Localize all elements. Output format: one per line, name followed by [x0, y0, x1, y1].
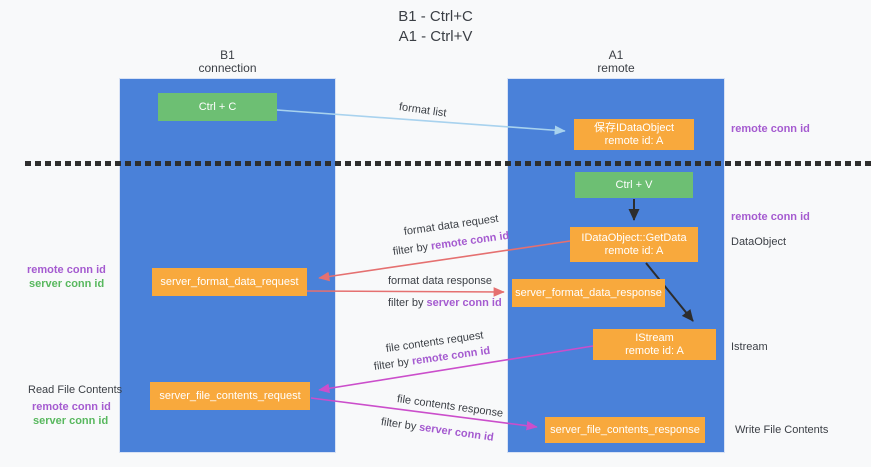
ctrl-c-box: Ctrl + C — [158, 93, 277, 121]
read-file-contents-annotation: Read File Contents — [28, 384, 123, 396]
filter-by-text: filter by — [373, 356, 410, 373]
diagram-title: B1 - Ctrl+C A1 - Ctrl+V — [0, 7, 871, 47]
server-format-data-response-box: server_format_data_response — [512, 279, 665, 307]
ctrl-c-label: Ctrl + C — [198, 100, 237, 113]
getdata-line1: IDataObject::GetData — [581, 231, 687, 244]
format-list-label: format list — [398, 101, 448, 120]
server-conn-id-annotation-left-mid: server conn id — [29, 278, 105, 290]
istream-annotation: Istream — [731, 341, 768, 353]
istream-box: IStream remote id: A — [593, 329, 716, 360]
title-line-2: A1 - Ctrl+V — [398, 28, 473, 45]
lifeline-b1-name: B1 — [220, 48, 235, 62]
format-data-response-arrow — [306, 287, 505, 297]
server-conn-id-annotation-left-bottom: server conn id — [33, 415, 109, 427]
filter-by-text: filter by — [388, 297, 424, 309]
write-file-contents-annotation: Write File Contents — [735, 424, 829, 436]
filter-by-server-conn-id-label-2: filter byserver conn id — [380, 416, 494, 445]
lifeline-b1-role: connection — [198, 61, 257, 75]
istream-line1: IStream — [635, 331, 674, 344]
server-file-contents-request-box: server_file_contents_request — [150, 382, 310, 410]
ctrl-v-label: Ctrl + V — [615, 178, 653, 191]
save-dataobject-line2: remote id: A — [604, 134, 664, 147]
istream-line2: remote id: A — [625, 344, 684, 357]
remote-conn-id-annotation-top: remote conn id — [731, 123, 810, 135]
getdata-box: IDataObject::GetData remote id: A — [570, 227, 698, 262]
server-format-data-response-label: server_format_data_response — [515, 286, 662, 299]
server-file-contents-response-label: server_file_contents_response — [550, 423, 700, 436]
remote-conn-id-annotation-mid: remote conn id — [731, 211, 810, 223]
filter-by-text: filter by — [392, 241, 429, 258]
server-conn-id-text: server conn id — [426, 297, 502, 309]
title-line-1: B1 - Ctrl+C — [398, 8, 473, 25]
format-data-response-label: format data response — [388, 275, 492, 287]
remote-conn-id-annotation-left-bottom: remote conn id — [32, 401, 111, 413]
lifeline-header-a1: A1 remote — [507, 49, 725, 75]
lifeline-a1-role: remote — [597, 61, 635, 75]
filter-by-text: filter by — [380, 416, 418, 433]
dashed-separator-line — [25, 161, 871, 166]
server-format-data-request-box: server_format_data_request — [152, 268, 307, 296]
ctrl-v-box: Ctrl + V — [575, 172, 693, 198]
save-dataobject-box: 保存IDataObject remote id: A — [574, 119, 694, 150]
file-contents-response-label: file contents response — [396, 393, 504, 420]
remote-conn-id-annotation-left-mid: remote conn id — [27, 264, 106, 276]
lifeline-header-b1: B1 connection — [119, 49, 336, 75]
getdata-line2: remote id: A — [604, 244, 664, 257]
server-format-data-request-label: server_format_data_request — [160, 275, 299, 288]
server-file-contents-response-box: server_file_contents_response — [545, 417, 705, 443]
dataobject-annotation: DataObject — [731, 236, 787, 248]
server-conn-id-text: server conn id — [418, 421, 495, 444]
lifeline-a1-name: A1 — [608, 48, 624, 62]
save-dataobject-line1: 保存IDataObject — [593, 121, 675, 134]
server-file-contents-request-label: server_file_contents_request — [159, 389, 301, 402]
